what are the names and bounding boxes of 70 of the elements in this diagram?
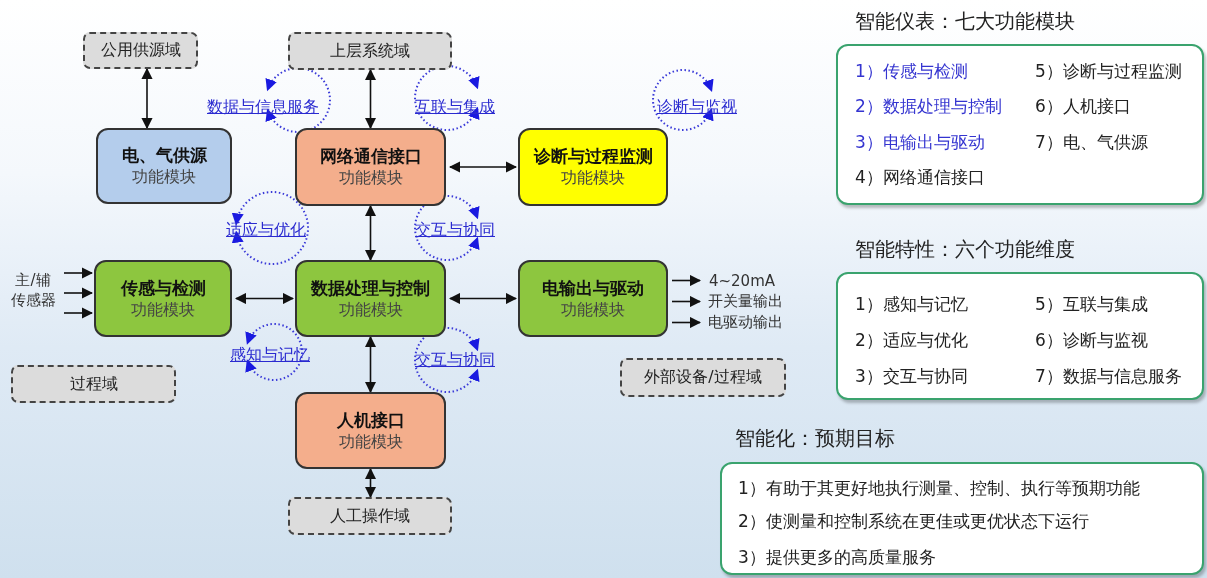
list-item: 2）使测量和控制系统在更佳或更优状态下运行 xyxy=(738,510,1089,533)
feature-link: 适应与优化 xyxy=(226,220,306,241)
module-subtitle: 功能模块 xyxy=(338,298,403,321)
list-item: 1）感知与记忆 xyxy=(855,293,968,316)
feature-link: 互联与集成 xyxy=(415,97,495,118)
feature-link: 数据与信息服务 xyxy=(207,97,319,118)
arrow xyxy=(141,67,153,130)
sensor-label: 主/辅传感器 xyxy=(9,270,57,310)
module-subtitle: 功能模块 xyxy=(561,167,625,189)
module-subtitle: 功能模块 xyxy=(132,166,196,188)
arrow xyxy=(671,295,702,308)
list-item: 6）人机接口 xyxy=(1035,95,1131,118)
module-title: 诊断与过程监测 xyxy=(533,145,653,167)
panel-heading: 智能仪表：七大功能模块 xyxy=(855,8,1075,35)
module-box xyxy=(518,260,668,337)
output-label: 开关量输出 xyxy=(707,292,783,311)
list-item: 1）有助于其更好地执行测量、控制、执行等预期功能 xyxy=(738,477,1140,500)
domain-box: 上层系统域 xyxy=(288,32,452,70)
domain-box: 外部设备/过程域 xyxy=(620,358,786,397)
list-item: 4）网络通信接口 xyxy=(855,166,985,189)
arrow xyxy=(671,274,702,287)
module-title: 电、气供源 xyxy=(121,144,207,166)
arrow xyxy=(63,267,94,279)
module-subtitle: 功能模块 xyxy=(561,298,625,321)
module-box xyxy=(295,260,446,337)
feature-link: 感知与记忆 xyxy=(230,345,310,366)
module-title: 电输出与驱动 xyxy=(542,276,644,299)
module-box xyxy=(295,128,446,206)
module-box xyxy=(94,260,232,337)
list-item: 5）诊断与过程监测 xyxy=(1035,60,1182,83)
module-subtitle: 功能模块 xyxy=(131,298,195,321)
feature-link: 交互与协同 xyxy=(415,220,495,241)
module-title: 人机接口 xyxy=(336,408,405,431)
domain-box: 人工操作域 xyxy=(288,497,452,535)
arrow xyxy=(63,287,94,299)
list-item: 2）适应与优化 xyxy=(855,329,968,352)
arrow xyxy=(63,307,94,319)
arrow xyxy=(364,467,377,499)
module-subtitle: 功能模块 xyxy=(338,167,403,189)
list-item: 3）提供更多的高质量服务 xyxy=(738,546,936,569)
list-item: 2）数据处理与控制 xyxy=(855,95,1002,118)
module-title: 数据处理与控制 xyxy=(311,276,430,299)
list-item: 7）数据与信息服务 xyxy=(1035,365,1182,388)
domain-box: 过程域 xyxy=(11,365,176,403)
module-subtitle: 功能模块 xyxy=(338,430,403,453)
list-item: 5）互联与集成 xyxy=(1035,293,1148,316)
panel-heading: 智能特性：六个功能维度 xyxy=(855,236,1075,263)
arrow xyxy=(448,292,518,305)
module-box xyxy=(96,128,232,204)
arrow xyxy=(364,335,377,394)
output-label: 4~20mA xyxy=(708,271,776,290)
module-box xyxy=(518,128,668,206)
output-label: 电驱动输出 xyxy=(707,313,783,332)
module-title: 传感与检测 xyxy=(120,276,206,299)
list-item: 1）传感与检测 xyxy=(855,60,968,83)
arrow xyxy=(364,68,377,130)
panel-heading: 智能化：预期目标 xyxy=(735,425,895,452)
feature-link: 交互与协同 xyxy=(415,350,495,371)
arrow xyxy=(671,316,702,329)
arrow xyxy=(364,204,377,262)
module-title: 网络通信接口 xyxy=(319,145,422,167)
arrow xyxy=(448,161,518,173)
arrow xyxy=(234,292,295,305)
list-item: 7）电、气供源 xyxy=(1035,131,1148,154)
module-box xyxy=(295,392,446,469)
list-item: 3）交互与协同 xyxy=(855,365,968,388)
list-item: 3）电输出与驱动 xyxy=(855,131,985,154)
feature-link: 诊断与监视 xyxy=(657,97,737,118)
list-item: 6）诊断与监视 xyxy=(1035,329,1148,352)
domain-box: 公用供源域 xyxy=(83,32,198,69)
